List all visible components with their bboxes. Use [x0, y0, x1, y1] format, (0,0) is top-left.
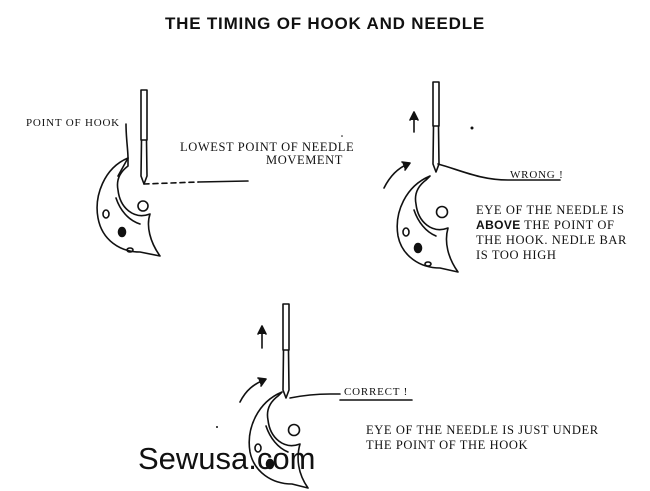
wrong-desc-line2: ABOVE THE POINT OF	[476, 218, 615, 233]
speck	[341, 135, 343, 137]
correct-label: CORRECT !	[344, 386, 409, 398]
wrong-label: WRONG !	[510, 169, 564, 181]
hook-drawing-2	[396, 175, 459, 273]
lowest-point-label-line1: LOWEST POINT OF NEEDLE	[180, 140, 355, 154]
needle-1	[140, 89, 148, 185]
hook-drawing-3	[248, 391, 309, 489]
correct-desc-line2: THE POINT OF THE HOOK	[366, 438, 529, 452]
speck	[470, 126, 474, 130]
wrong-desc-line2-rest: THE POINT OF	[520, 218, 615, 232]
correct-desc-line1: EYE OF THE NEEDLE IS JUST UNDER	[366, 423, 599, 437]
point-of-hook-label: POINT OF HOOK	[26, 117, 120, 129]
point-of-hook-leader	[125, 123, 129, 159]
correct-leader-line	[289, 393, 341, 399]
lowest-point-solid-line	[197, 180, 249, 183]
speck	[216, 426, 218, 428]
page-title: THE TIMING OF HOOK AND NEEDLE	[164, 14, 486, 33]
needle-3	[282, 303, 290, 399]
wrong-desc-line3: THE HOOK. NEDLE BAR	[476, 233, 627, 247]
above-emphasis: ABOVE	[476, 218, 521, 232]
hook-drawing-1	[96, 157, 161, 257]
wrong-leader-line	[437, 163, 561, 181]
wrong-desc-line4: IS TOO HIGH	[476, 248, 557, 262]
wrong-desc-line1: EYE OF THE NEEDLE IS	[476, 203, 625, 217]
lowest-point-dashed-line	[143, 181, 199, 185]
watermark: Sewusa.com	[138, 441, 316, 476]
needle-2	[432, 81, 440, 173]
lowest-point-label-line2: MOVEMENT	[266, 153, 344, 167]
